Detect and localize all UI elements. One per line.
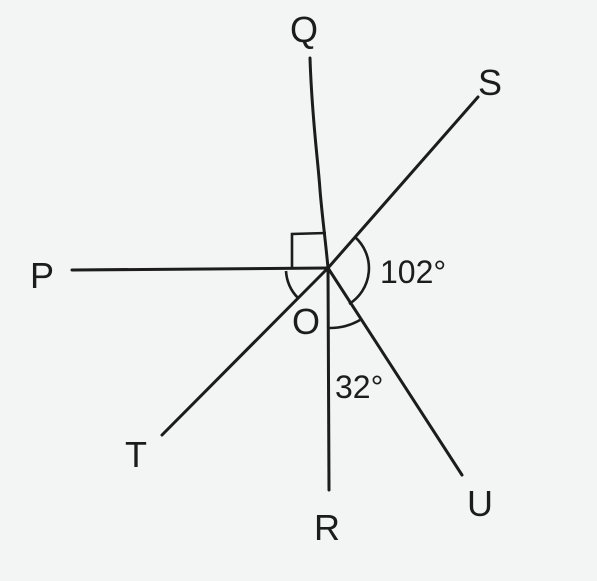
labels: Q S P O T R U 102° 32° xyxy=(30,9,502,548)
label-q: Q xyxy=(290,9,318,50)
label-s: S xyxy=(478,62,502,103)
ray-op xyxy=(70,266,330,272)
angle-arc-pt xyxy=(284,270,299,299)
ray-or xyxy=(326,266,331,492)
label-r: R xyxy=(314,507,340,548)
angle-arc-102 xyxy=(348,236,371,306)
label-p: P xyxy=(30,255,54,296)
right-angle-marker xyxy=(290,231,327,268)
label-o: O xyxy=(292,301,320,342)
ray-oq xyxy=(308,56,330,270)
label-t: T xyxy=(125,434,147,475)
label-u: U xyxy=(467,483,493,524)
angle-marks xyxy=(284,231,371,330)
ray-ot xyxy=(160,266,330,437)
angle-arc-32 xyxy=(328,318,361,330)
angle-label-102: 102° xyxy=(380,254,446,290)
ray-os xyxy=(326,95,480,270)
angle-label-32: 32° xyxy=(335,369,383,405)
